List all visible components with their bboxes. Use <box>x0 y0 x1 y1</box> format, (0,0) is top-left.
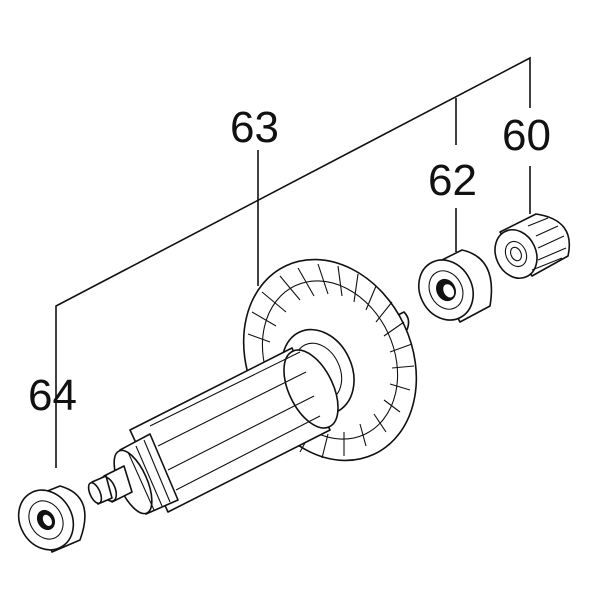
part-62-ball-bearing <box>418 249 493 323</box>
callout-60: 60 <box>502 111 551 160</box>
front-shaft <box>87 465 133 505</box>
part-63-armature <box>87 258 418 515</box>
callout-62: 62 <box>428 156 477 205</box>
part-64-washer <box>17 485 86 553</box>
bracket-line <box>55 56 531 468</box>
callout-64: 64 <box>28 371 77 420</box>
part-60-knurled-sleeve <box>494 213 570 279</box>
leader-lines <box>55 56 531 468</box>
callout-63: 63 <box>230 103 279 152</box>
